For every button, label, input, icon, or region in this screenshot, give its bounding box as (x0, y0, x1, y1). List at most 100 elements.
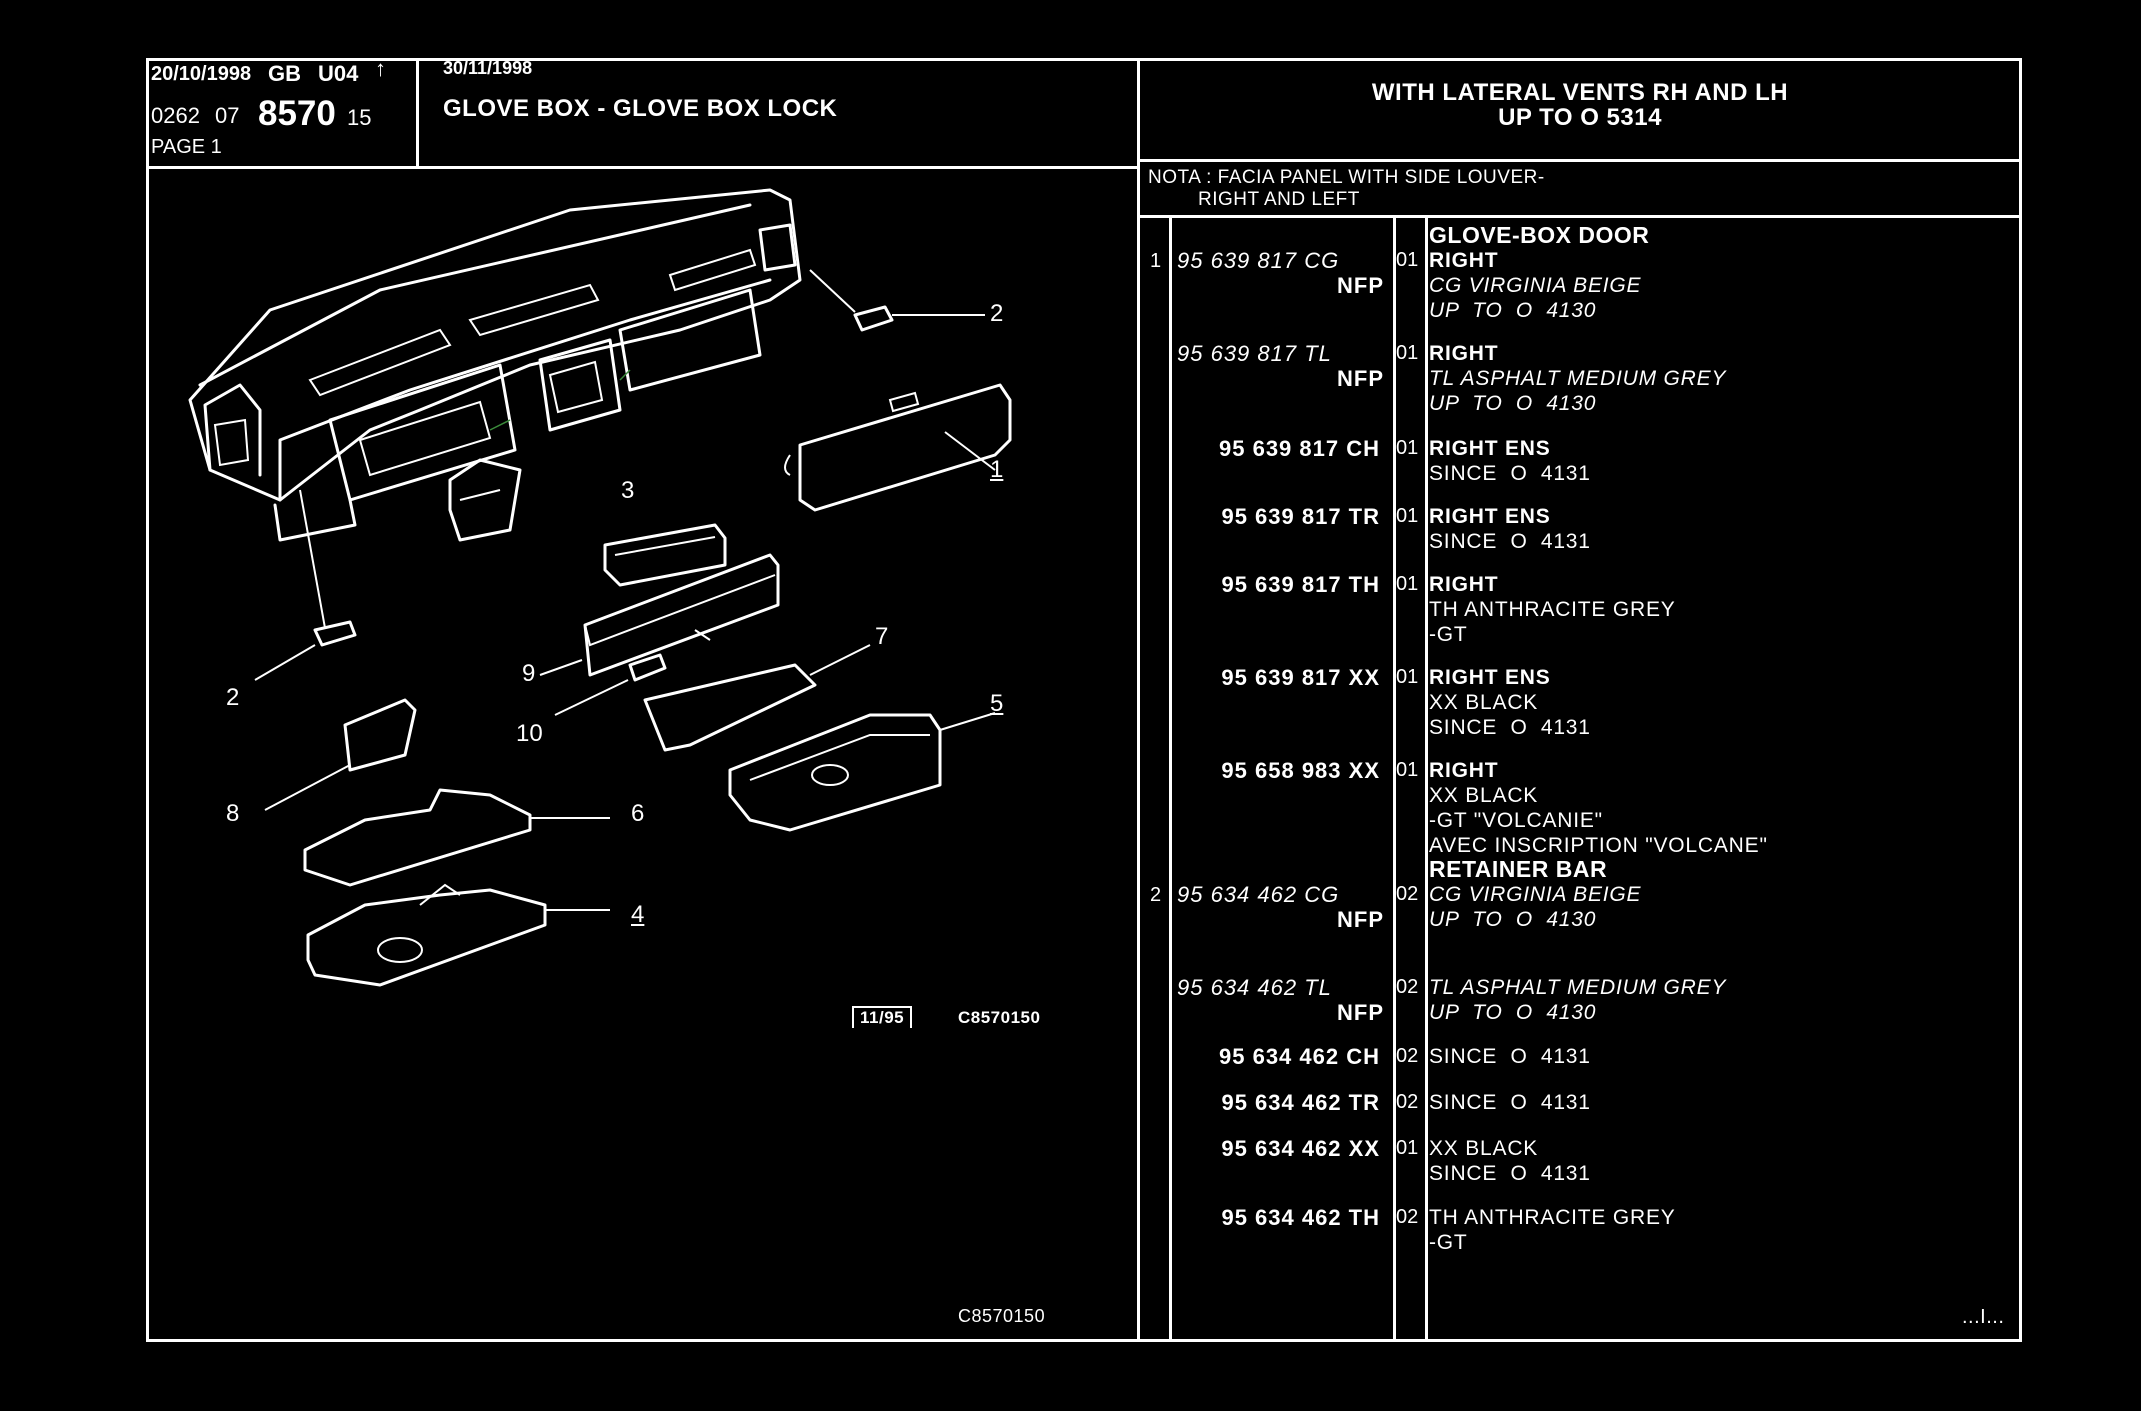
divider-header-bottom-right (1137, 159, 2022, 162)
part-2-clip-lower (254, 489, 357, 681)
callout-4: 4 (631, 901, 645, 928)
part-5-box (728, 712, 996, 832)
part-quantity: 02 (1396, 883, 1419, 905)
note-line-2: RIGHT AND LEFT (1198, 189, 1360, 210)
part-number: 95 639 817 TR (1221, 504, 1380, 529)
part-group-heading: RETAINER BAR (1429, 856, 1608, 882)
part-number: 95 634 462 XX (1221, 1136, 1380, 1161)
dashboard-illustration (188, 188, 802, 542)
part-quantity: 02 (1396, 1045, 1419, 1067)
part-description: TL ASPHALT MEDIUM GREY UP TO O 4130 (1429, 367, 1727, 415)
part-index: 2 (1150, 884, 1162, 906)
nfp-flag: NFP (1337, 366, 1384, 391)
part-number: 95 634 462 TH (1221, 1205, 1380, 1230)
callout-8: 8 (226, 800, 240, 827)
part-title: RIGHT (1429, 573, 1499, 596)
part-quantity: 01 (1396, 505, 1419, 527)
callout-10: 10 (516, 720, 543, 747)
language-code: GB (268, 61, 301, 86)
note-line-1: NOTA : FACIA PANEL WITH SIDE LOUVER- (1148, 167, 1545, 188)
diagram-reference-bottom: C8570150 (958, 1306, 1046, 1326)
part-description: TH ANTHRACITE GREY -GT (1429, 598, 1676, 646)
part-description: CG VIRGINIA BEIGE UP TO O 4130 (1429, 274, 1642, 322)
part-number: 95 639 817 TL (1177, 341, 1332, 366)
callout-5: 5 (990, 690, 1004, 717)
applicability-line-1: WITH LATERAL VENTS RH AND LH (1371, 79, 1789, 106)
exploded-parts-diagram (188, 188, 1012, 987)
callout-9: 9 (522, 660, 536, 687)
callout-6: 6 (631, 800, 645, 827)
nfp-flag: NFP (1337, 1000, 1384, 1025)
part-6-liner (303, 788, 610, 887)
diagram-date-box: 11/95 (852, 1006, 913, 1028)
callout-1: 1 (990, 456, 1004, 483)
nfp-flag: NFP (1337, 273, 1384, 298)
part-3-bin (603, 523, 727, 587)
part-quantity: 02 (1396, 1091, 1419, 1113)
callout-2-lower: 2 (226, 684, 240, 711)
reference-mid: 07 (215, 103, 240, 128)
issue-date: 20/10/1998 (151, 63, 252, 85)
column-line-qty-right (1425, 215, 1428, 1340)
column-line-qty-left (1393, 215, 1396, 1340)
revision-date: 30/11/1998 (443, 58, 533, 78)
reference-main: 8570 (258, 94, 336, 133)
part-title: RIGHT ENS (1429, 505, 1551, 528)
part-number: 95 634 462 CG (1177, 882, 1340, 907)
part-2-clip-upper (809, 269, 985, 332)
callout-2-upper: 2 (990, 300, 1004, 327)
part-number: 95 639 817 CG (1177, 248, 1340, 273)
part-8-bracket (264, 698, 417, 811)
up-arrow-icon: ↑ (375, 56, 386, 81)
part-quantity: 02 (1396, 976, 1419, 998)
continuation-marker: ...I... (1962, 1306, 2005, 1328)
part-9-retainer-bar (539, 553, 780, 677)
part-title: RIGHT (1429, 249, 1499, 272)
part-1-glovebox-door (784, 383, 1012, 512)
part-quantity: 01 (1396, 249, 1419, 271)
diagram-reference-inner: C8570150 (958, 1008, 1041, 1027)
part-number: 95 639 817 XX (1221, 665, 1380, 690)
part-title: RIGHT (1429, 342, 1499, 365)
reference-prefix: 0262 (151, 103, 200, 128)
version-code: U04 (318, 61, 359, 86)
part-number: 95 639 817 CH (1219, 436, 1380, 461)
part-10-lock (554, 653, 667, 716)
part-description: XX BLACK SINCE O 4131 (1429, 691, 1591, 739)
divider-main (1137, 58, 1140, 1342)
part-description: SINCE O 4131 (1429, 1045, 1591, 1068)
part-quantity: 01 (1396, 1137, 1419, 1159)
part-title: RIGHT ENS (1429, 437, 1551, 460)
part-description: TH ANTHRACITE GREY -GT (1429, 1206, 1676, 1254)
divider-note-bottom (1137, 215, 2022, 218)
part-description: XX BLACK SINCE O 4131 (1429, 1137, 1591, 1185)
part-number: 95 634 462 CH (1219, 1044, 1380, 1069)
applicability-line-2: UP TO O 5314 (1498, 104, 1662, 131)
page-number: PAGE 1 (151, 136, 222, 158)
part-description: SINCE O 4131 (1429, 530, 1591, 553)
part-number: 95 634 462 TR (1221, 1090, 1380, 1115)
part-title: RIGHT (1429, 759, 1499, 782)
column-line-index (1169, 215, 1172, 1340)
divider-header-bottom-left (146, 166, 1140, 169)
callout-7: 7 (875, 623, 889, 650)
part-number: 95 639 817 TH (1221, 572, 1380, 597)
part-description: CG VIRGINIA BEIGE UP TO O 4130 (1429, 883, 1642, 931)
page-title: GLOVE BOX - GLOVE BOX LOCK (443, 95, 838, 122)
part-quantity: 01 (1396, 759, 1419, 781)
divider-header-left (416, 58, 419, 168)
part-description: SINCE O 4131 (1429, 462, 1591, 485)
part-index: 1 (1150, 250, 1162, 272)
part-description: XX BLACK -GT "VOLCANIE" AVEC INSCRIPTION… (1429, 784, 1768, 857)
part-7-mat (643, 644, 871, 752)
nfp-flag: NFP (1337, 907, 1384, 932)
part-description: TL ASPHALT MEDIUM GREY UP TO O 4130 (1429, 976, 1727, 1024)
part-number: 95 634 462 TL (1177, 975, 1332, 1000)
callout-3: 3 (621, 477, 635, 504)
part-quantity: 01 (1396, 666, 1419, 688)
part-group-heading: GLOVE-BOX DOOR (1429, 222, 1650, 248)
part-quantity: 01 (1396, 342, 1419, 364)
reference-suffix: 15 (347, 105, 372, 130)
part-4-glovebox (306, 883, 610, 987)
catalog-sheet-frame (146, 58, 2022, 1342)
